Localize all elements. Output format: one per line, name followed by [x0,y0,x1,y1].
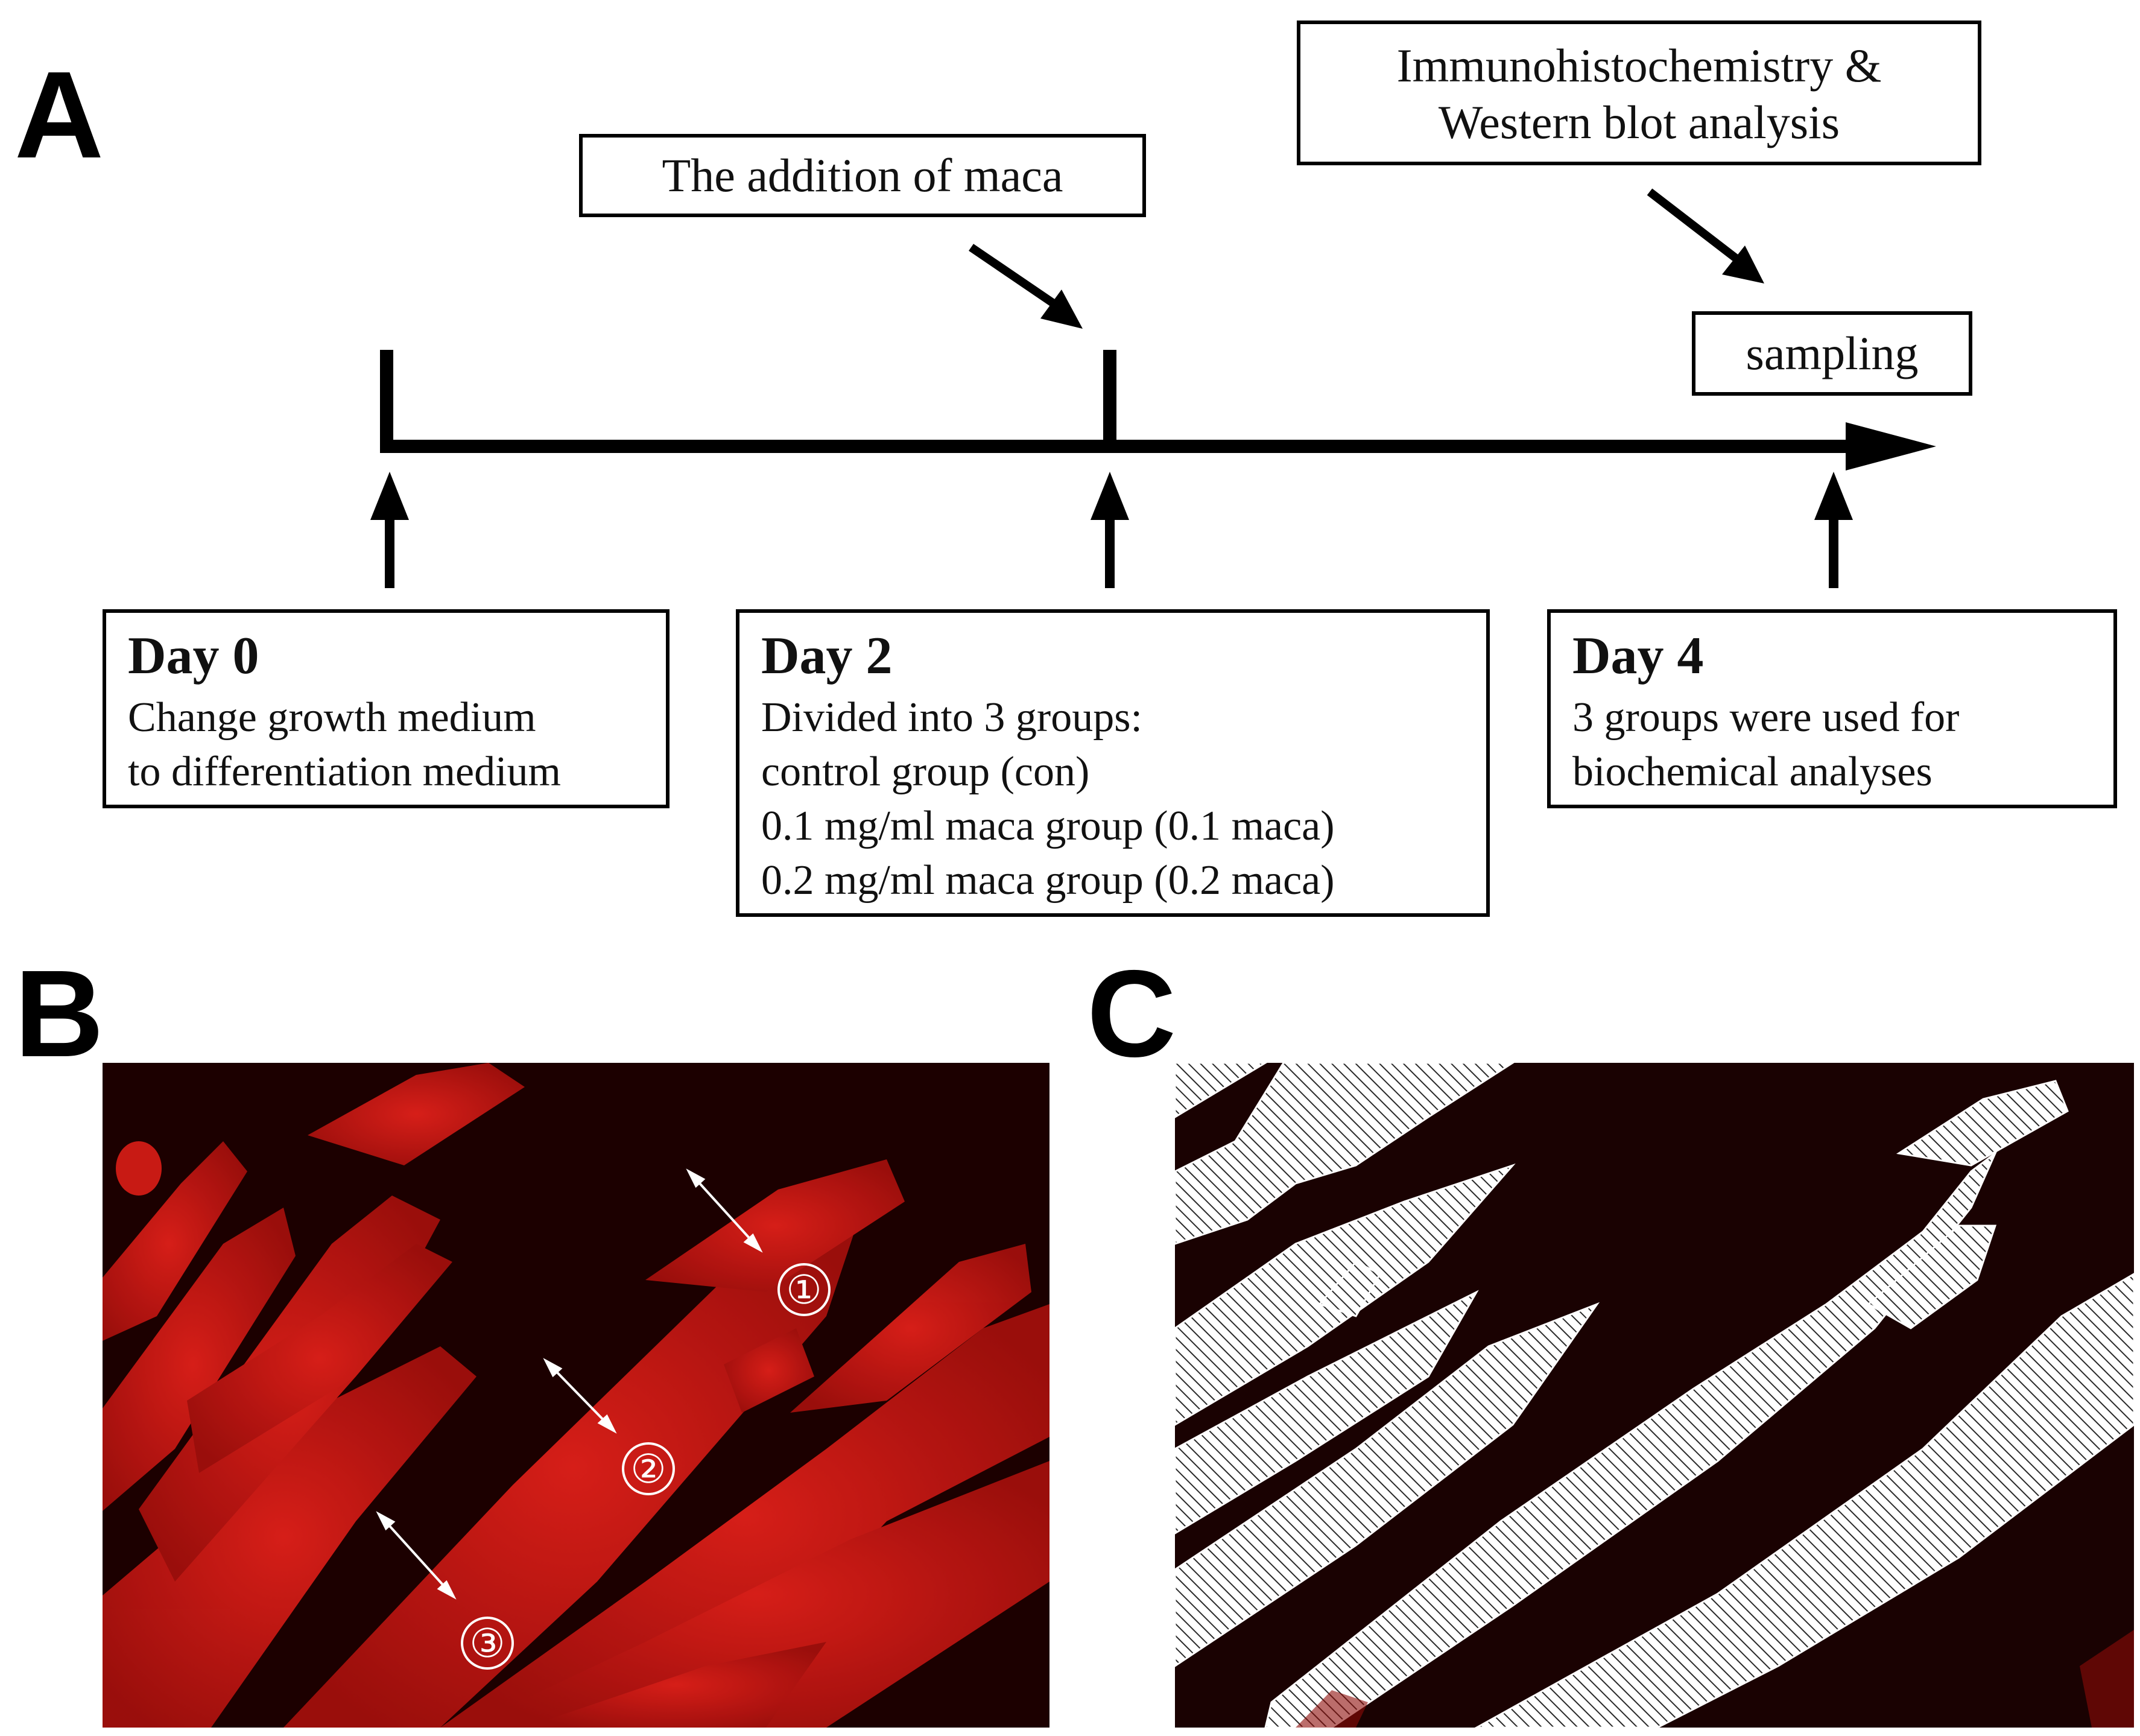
myotube-cells [103,1063,1049,1728]
panel-label-c: C [1087,945,1177,1083]
day2-line-2: control group (con) [761,748,1090,795]
marker-3-icon: ③ [461,1617,514,1670]
day0-line-2: to differentiation medium [128,748,561,795]
marker-2: ② [630,1446,666,1492]
day4-line-1: 3 groups were used for [1572,694,1960,741]
round-cell [116,1141,162,1196]
analysis-box: Immunohistochemistry & Western blot anal… [1297,21,1981,165]
day0-box: Day 0 Change growth medium to differenti… [103,609,670,808]
marker-2-icon: ② [622,1442,675,1495]
unsegmented-red-areas [1296,1630,2134,1728]
marker-3: ③ [469,1620,505,1667]
width-arrow-1 [686,1168,763,1253]
marker-1: ① [786,1267,821,1313]
day2-line-4: 0.2 mg/ml maca group (0.2 maca) [761,857,1335,904]
arrow-analysis [1647,188,1764,284]
day2-line-3: 0.1 mg/ml maca group (0.1 maca) [761,802,1335,849]
arrow-up-day2 [1091,472,1129,588]
day2-title: Day 2 [761,627,893,685]
arrow-up-day0 [370,472,409,588]
segmented-cell-areas [1175,1063,2134,1728]
marker-1-icon: ① [777,1263,831,1316]
timeline-arrowhead [1846,422,1936,470]
arrow-maca [969,244,1083,329]
day4-box: Day 4 3 groups were used for biochemical… [1547,609,2117,808]
day4-line-2: biochemical analyses [1572,748,1933,795]
day2-box: Day 2 Divided into 3 groups: control gro… [736,609,1490,917]
timeline-diagram [370,188,1936,588]
panel-label-b: B [14,945,104,1083]
day0-title: Day 0 [128,627,259,685]
panel-label-a: A [14,46,104,184]
sampling-text: sampling [1746,327,1919,379]
analysis-line-2: Western blot analysis [1438,95,1840,148]
maca-addition-text: The addition of maca [662,149,1063,201]
width-arrow-2 [543,1358,617,1434]
arrow-up-day4 [1814,472,1853,588]
day2-line-1: Divided into 3 groups: [761,694,1142,741]
maca-addition-box: The addition of maca [579,134,1146,217]
day4-title: Day 4 [1572,627,1704,685]
analysis-line-1: Immunohistochemistry & [1396,39,1882,92]
day0-line-1: Change growth medium [128,694,536,741]
micrograph-b: ① ② ③ [103,1063,1049,1728]
sampling-box: sampling [1692,311,1972,396]
width-arrow-3 [376,1511,457,1600]
micrograph-c [1175,1063,2134,1728]
